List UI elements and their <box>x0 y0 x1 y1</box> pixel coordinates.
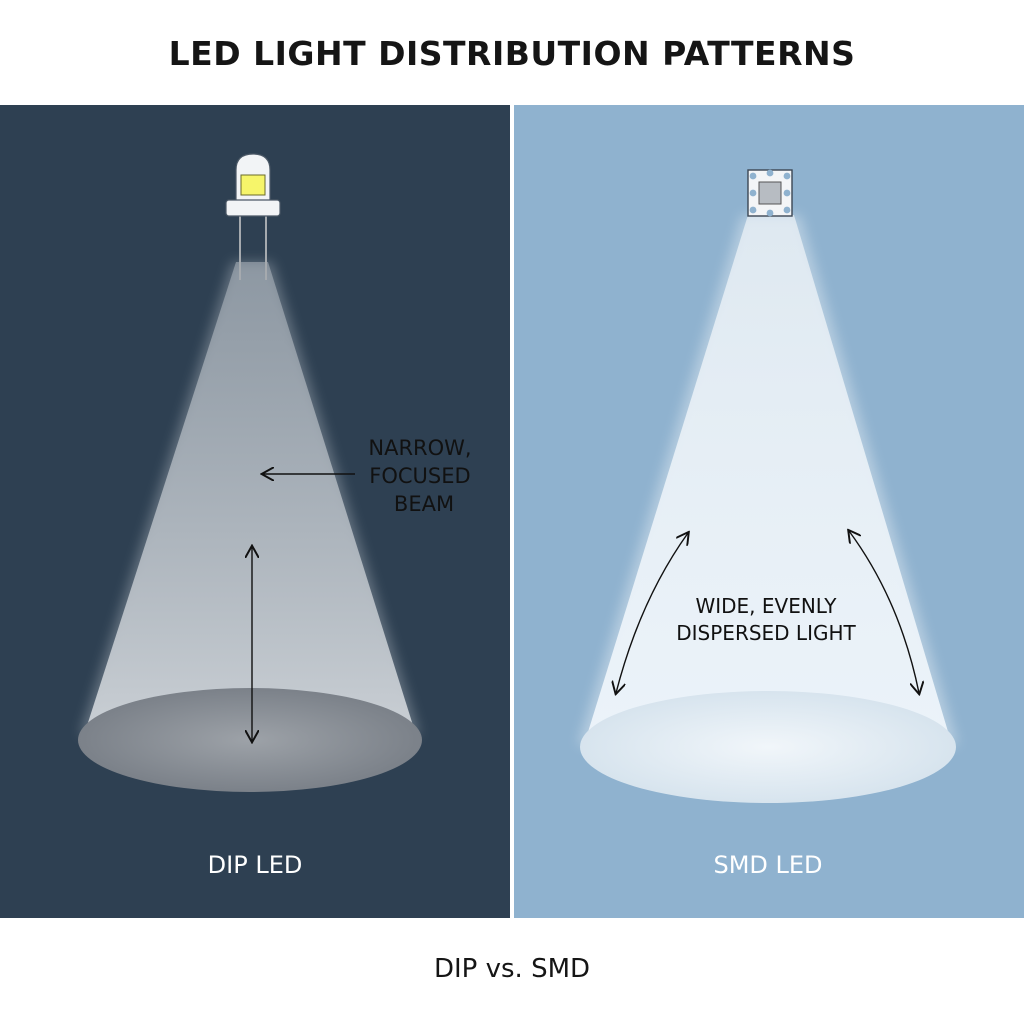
diagram-title: LED LIGHT DISTRIBUTION PATTERNS <box>168 34 856 73</box>
dip-light-pool <box>78 688 422 792</box>
smd-led-icon <box>747 169 793 217</box>
narrow-annotation-line-3: BEAM <box>394 492 454 516</box>
wide-annotation-line-2: DISPERSED LIGHT <box>676 621 856 645</box>
dip-led-label: DIP LED <box>208 851 303 879</box>
smd-left-curved-arrow <box>616 533 688 693</box>
dip-led-icon <box>225 153 281 280</box>
comparison-caption: DIP vs. SMD <box>433 954 591 984</box>
narrow-annotation-line-2: FOCUSED <box>369 464 470 488</box>
narrow-beam-annotation: NARROW, FOCUSED BEAM <box>263 436 472 516</box>
smd-right-curved-arrow <box>849 531 919 693</box>
smd-led-label: SMD LED <box>713 851 822 879</box>
wide-annotation-line-1: WIDE, EVENLY <box>695 594 837 618</box>
narrow-annotation-line-1: NARROW, <box>368 436 471 460</box>
smd-light-pool <box>580 691 956 803</box>
